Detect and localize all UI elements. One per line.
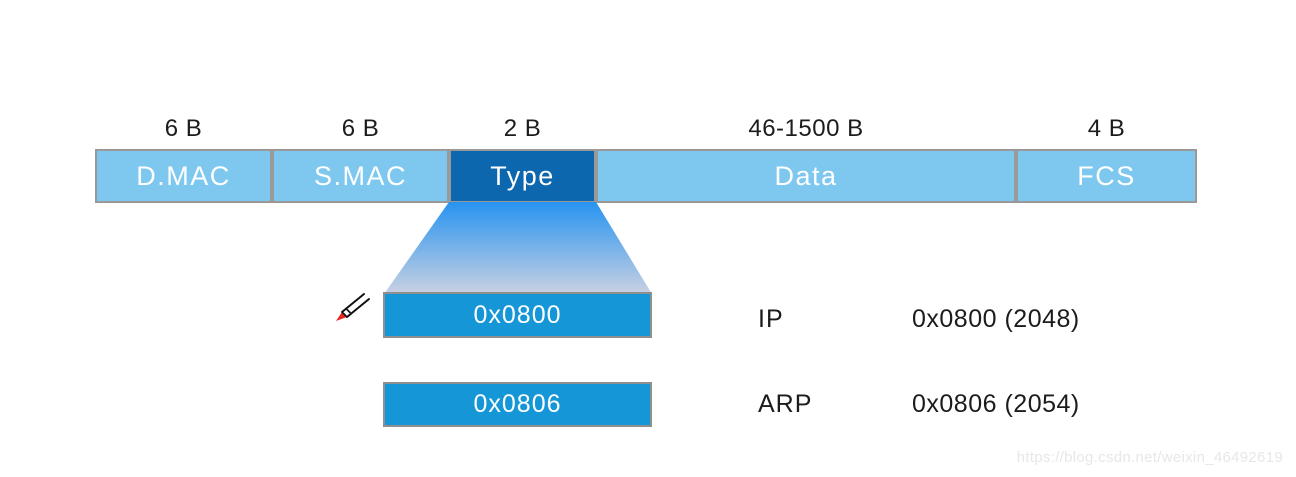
field-cell-fcs: FCS bbox=[1016, 149, 1197, 203]
size-label-smac: 6 B bbox=[341, 115, 380, 142]
size-label-dmac: 6 B bbox=[164, 115, 203, 142]
size-label-data: 46-1500 B bbox=[748, 115, 864, 142]
protocol-label-arp: ARP bbox=[758, 390, 813, 418]
field-cell-smac: S.MAC bbox=[272, 149, 449, 203]
typecode-value-ip: 0x0800 (2048) bbox=[912, 305, 1080, 333]
protocol-label-ip: IP bbox=[758, 305, 784, 333]
type-value-box-0806: 0x0806 bbox=[383, 382, 652, 427]
type-value-box-0800: 0x0800 bbox=[383, 292, 652, 338]
field-cell-type: Type bbox=[449, 149, 596, 203]
pen-cursor-icon bbox=[336, 293, 370, 321]
typecode-value-arp: 0x0806 (2054) bbox=[912, 390, 1080, 418]
funnel-shape bbox=[384, 202, 652, 294]
field-cell-data: Data bbox=[596, 149, 1016, 203]
field-cell-dmac: D.MAC bbox=[95, 149, 272, 203]
watermark: https://blog.csdn.net/weixin_46492619 bbox=[1016, 449, 1283, 466]
size-label-fcs: 4 B bbox=[1087, 115, 1126, 142]
size-label-type: 2 B bbox=[503, 115, 542, 142]
